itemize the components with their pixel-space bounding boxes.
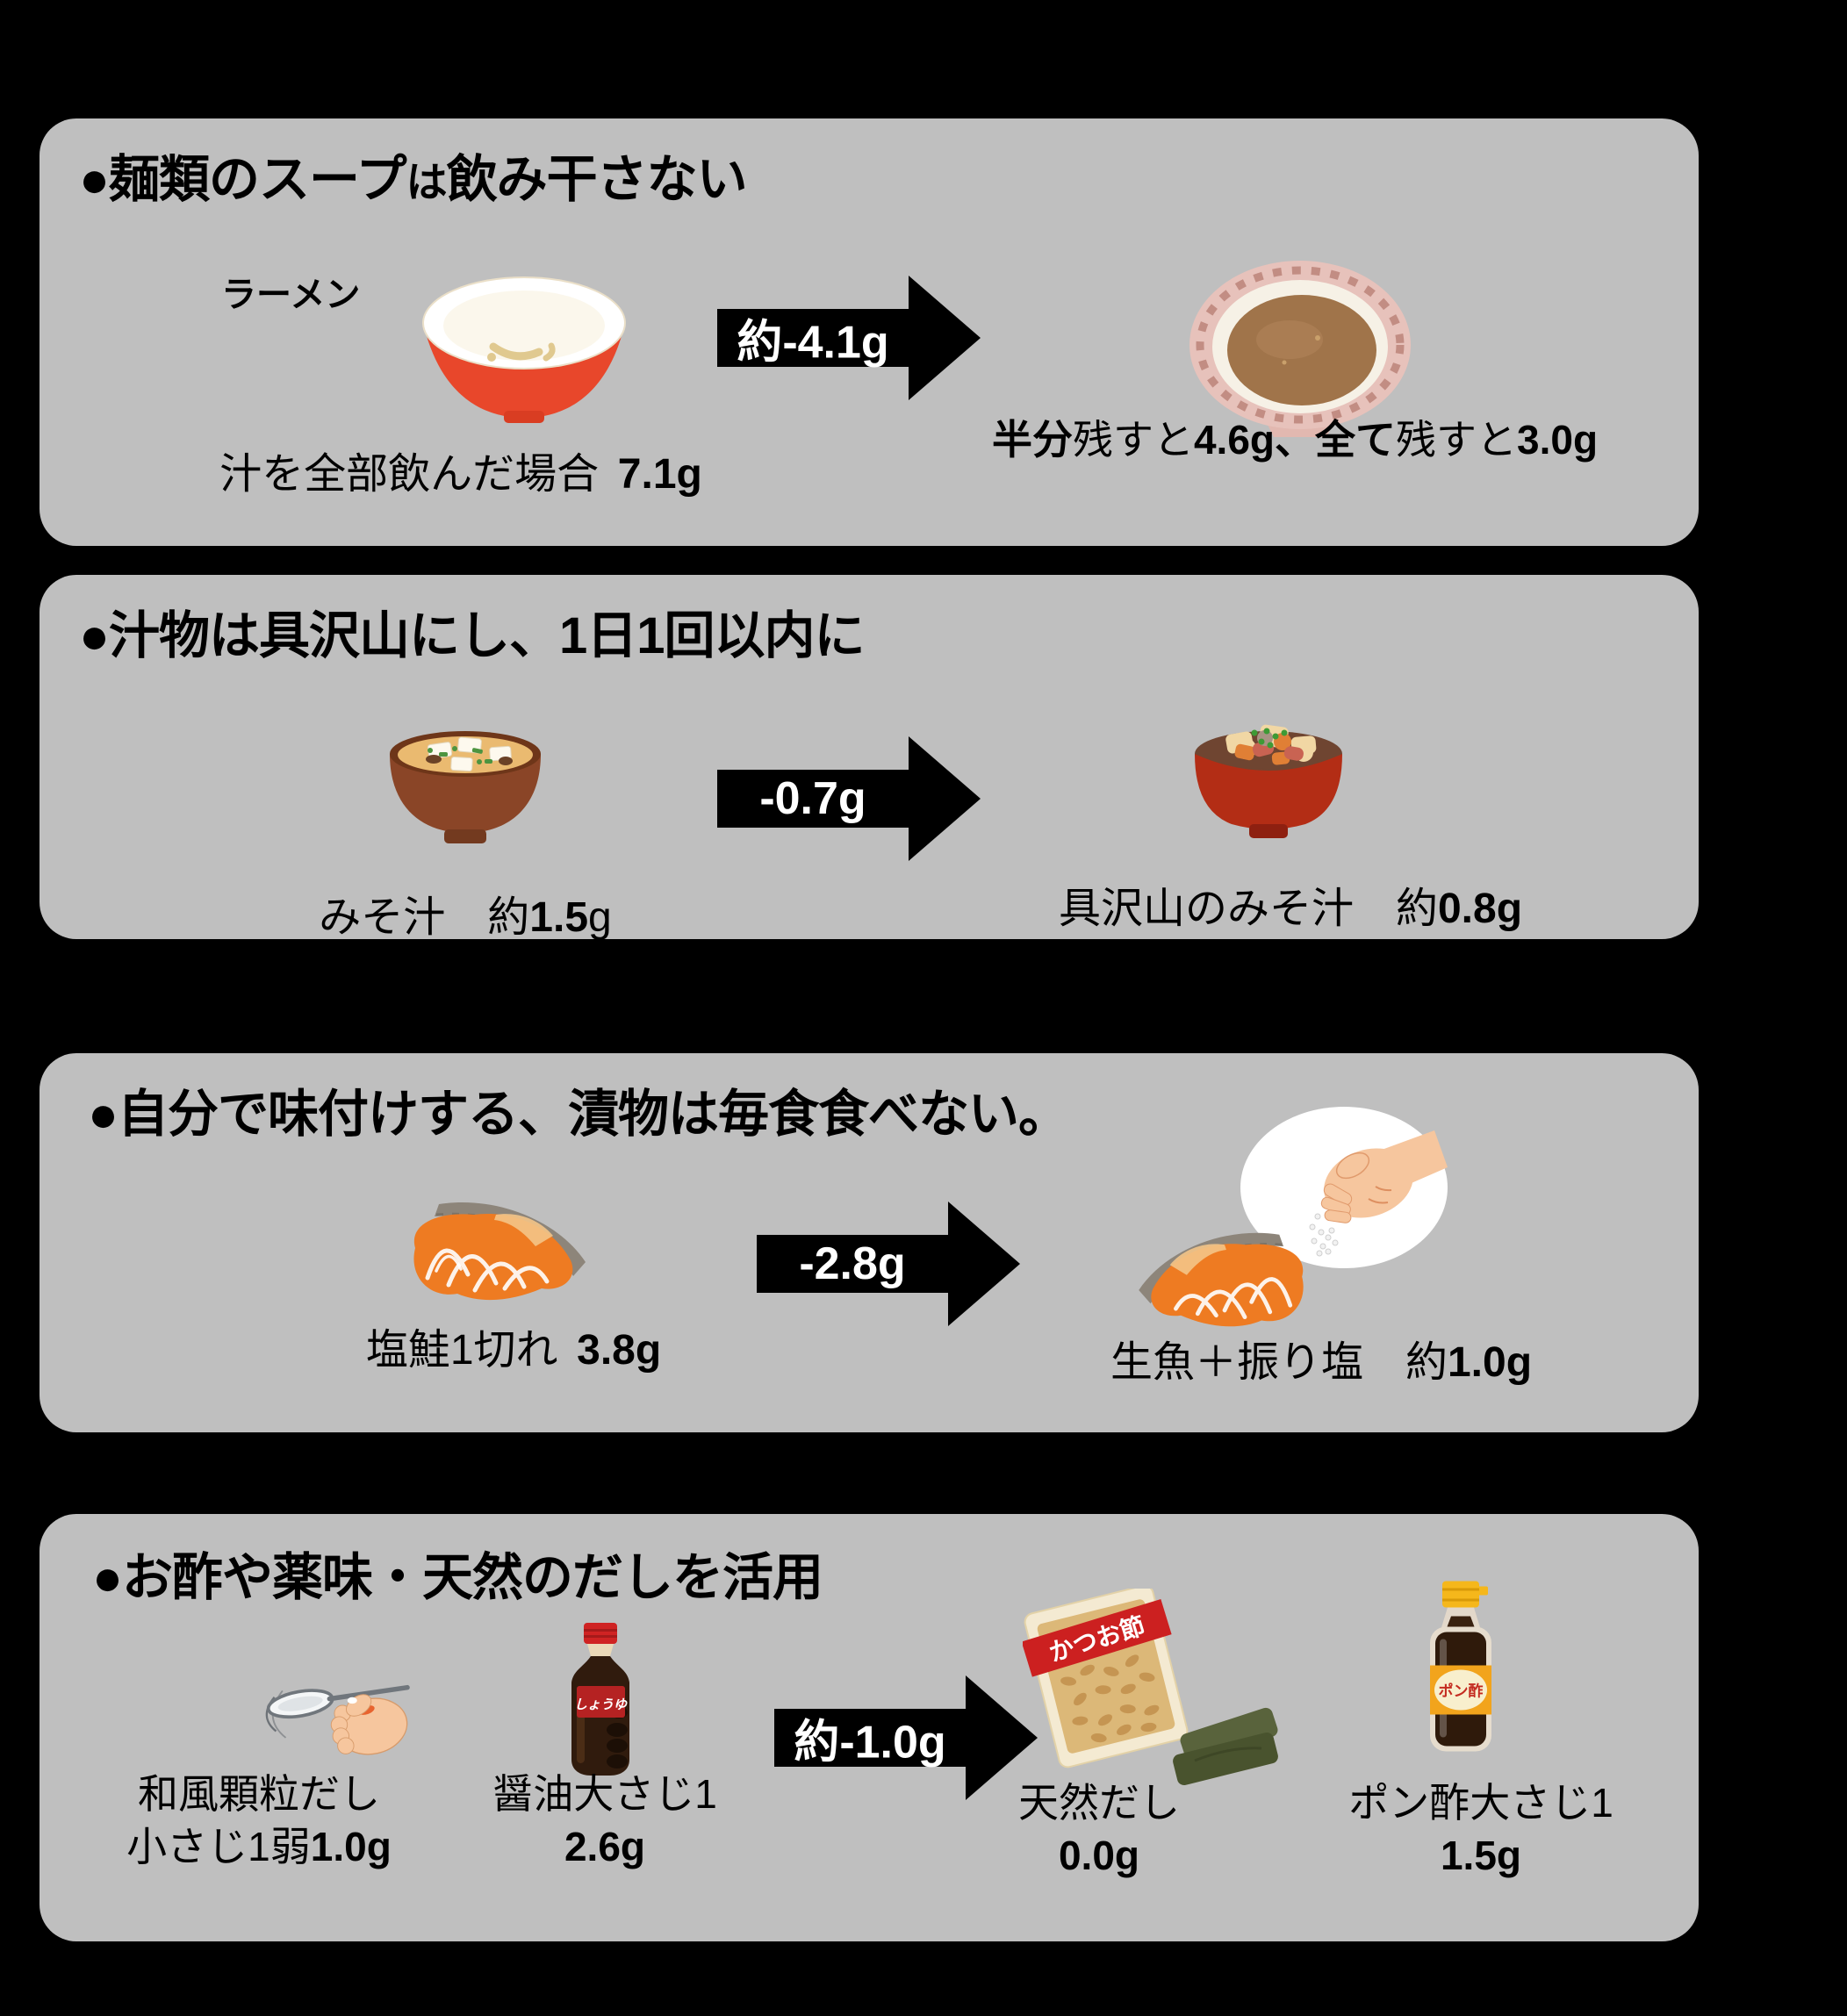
hearty-miso-soup-icon [1195,724,1342,838]
reduction-arrow-icon: 約-1.0g [774,1672,1038,1804]
caption-text: 塩鮭1切れ [365,1327,558,1374]
hearty-miso-caption: 具沢山のみそ汁 約0.8g [917,873,1664,935]
miso-caption: みそ汁 約1.5g [263,882,667,943]
reduction-arrow-icon: 約-4.1g [717,272,981,404]
panel-heading: ●汁物は具沢山にし、1日1回以内に [79,607,866,664]
sodium-value: 1.0g [1447,1339,1533,1386]
salted-salmon-icon [413,1202,586,1301]
unit: g [588,894,612,941]
item-name: 醤油大さじ1 [492,1771,717,1817]
fresh-salmon-icon [1139,1232,1304,1327]
panel-heading: ●お酢や薬味・天然のだしを活用 [92,1549,823,1606]
ramen-soup-cup-photo [1189,261,1411,437]
reduction-arrow-icon: -0.7g [717,733,981,865]
ponzu-caption: ポン酢大さじ1 1.5g [1332,1777,1630,1883]
item-name: 天然だし [1018,1780,1180,1826]
item-name: 和風顆粒だし [138,1771,380,1817]
heading-tail: 飲み干さない [446,151,748,208]
salt-sprinkle-hand-icon [1240,1107,1448,1268]
sodium-value: 1.0g [310,1823,392,1869]
katsuobushi-kombu-icon: かつお節 [1023,1589,1278,1786]
panel-season-yourself: ●自分で味付けする、漬物は毎食食べない。 塩鮭1切れ 3.8g -2.8g [40,1053,1699,1432]
leave-text-2: 残すと [1396,417,1517,463]
reduction-arrow-icon: -2.8g [757,1198,1020,1330]
caption-text: 汁を全部飲んだ場合 [219,451,600,498]
all-bold: 全て [1315,417,1396,463]
sodium-value: 0.8g [1437,886,1523,932]
heading-main: ●麺類のスープ [79,151,407,208]
granule-dashi-caption: 和風顆粒だし 小さじ1弱1.0g [75,1768,443,1874]
soy-sauce-bottle-icon: しょうゆ [571,1623,629,1776]
fresh-salmon-caption: 生魚＋振り塩 約1.0g [952,1327,1690,1388]
sodium-value: 0.0g [1058,1832,1140,1878]
half-value: 4.6g、 [1193,417,1315,463]
caption-text: 生魚＋振り塩 約 [1110,1339,1448,1386]
panel-heading: ●麺類のスープは飲み干さない [79,138,748,212]
all-value: 3.0g [1517,417,1599,463]
sodium-value: 7.1g [617,451,702,498]
natural-dashi-caption: 天然だし 0.0g [967,1777,1231,1883]
soup-leftover-caption: 半分残すと4.6g、全て残すと3.0g [909,408,1681,466]
item-qty: 小さじ1弱 [126,1823,311,1869]
soy-sauce-label-text: しょうゆ [574,1697,628,1712]
sodium-value: 1.5 [529,894,589,941]
arrow-label: -0.7g [759,773,866,824]
arrow-label: 約-4.1g [737,317,889,369]
sodium-value: 3.8g [577,1327,662,1374]
miso-soup-icon [390,731,541,843]
ramen-caption: 汁を全部飲んだ場合 7.1g [127,439,794,500]
caption-text: 具沢山のみそ汁 約 [1058,886,1438,932]
ramen-bowl-empty-icon [422,276,626,423]
panel-heading: ●自分で味付けする、漬物は毎食食べない。 [88,1086,1069,1143]
salted-salmon-caption: 塩鮭1切れ 3.8g [250,1315,777,1376]
item-name: ポン酢大さじ1 [1348,1780,1613,1826]
dashi-spoon-hand-icon [265,1684,410,1755]
caption-text: みそ汁 約 [319,894,530,941]
sodium-value: 1.5g [1440,1832,1522,1878]
arrow-label: -2.8g [799,1238,906,1289]
soy-sauce-caption: 醤油大さじ1 2.6g [473,1768,737,1874]
panel-natural-dashi: ●お酢や薬味・天然のだしを活用 [40,1514,1699,1941]
panel-soup-once-a-day: ●汁物は具沢山にし、1日1回以内に みそ汁 約1.5g -0.7g [40,575,1699,941]
half-bold: 半分 [991,417,1073,463]
ponzu-bottle-icon: ポン酢 [1430,1581,1491,1752]
arrow-label: 約-1.0g [794,1717,946,1768]
ramen-label: ラーメン [221,276,361,314]
panel-noodle-soup: ●麺類のスープは飲み干さない ラーメン 汁を全部飲んだ場合 7.1g 約-4.1g [40,118,1699,546]
leave-text: 残すと [1072,417,1194,463]
heading-particle: は [406,159,448,205]
ponzu-label-text: ポン酢 [1439,1682,1484,1700]
sodium-value: 2.6g [564,1823,646,1869]
